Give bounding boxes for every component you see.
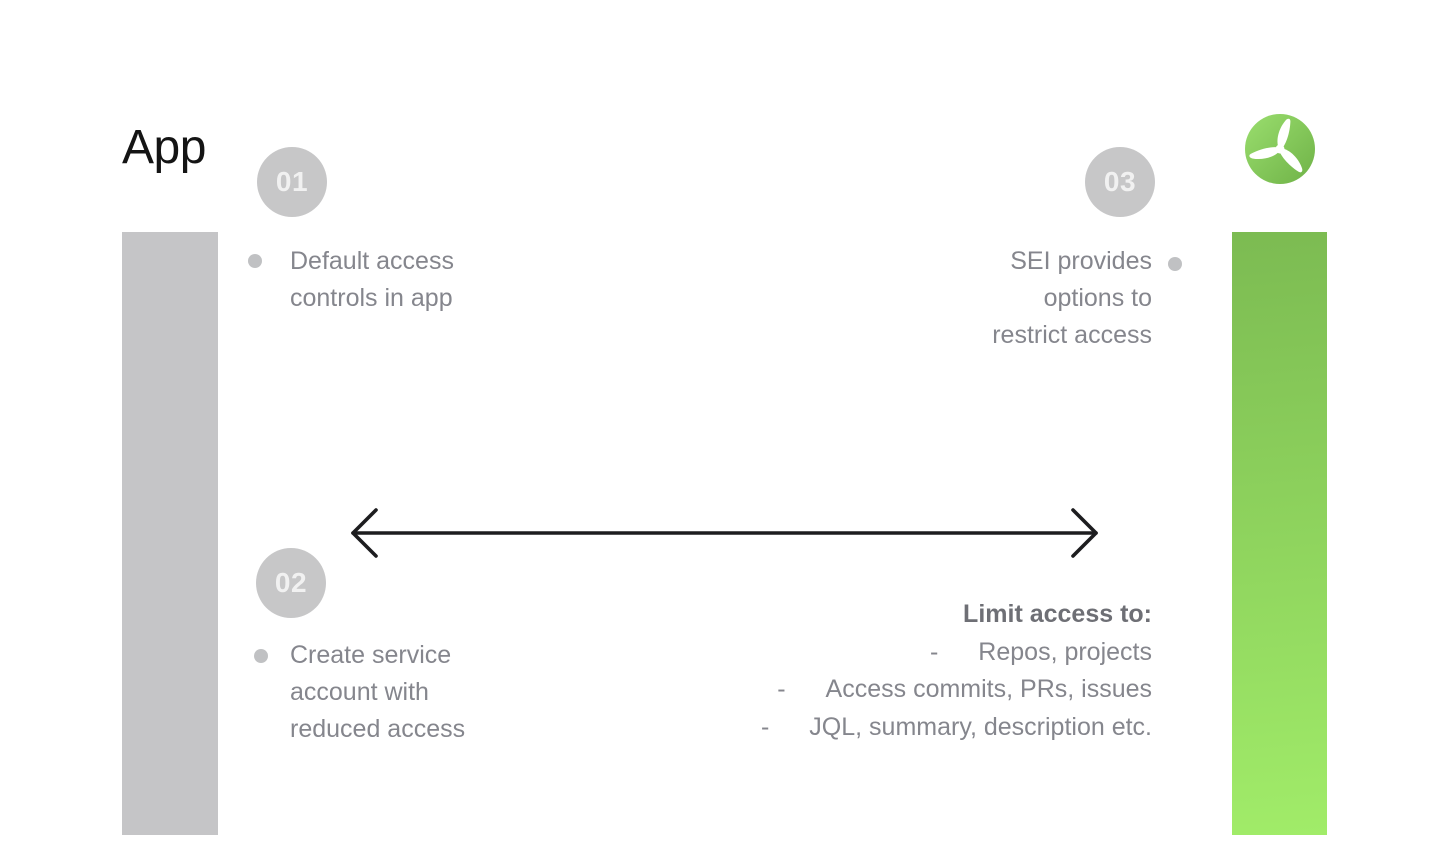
arrow-head-right [1071, 508, 1098, 558]
step-01-badge: 01 [257, 147, 327, 217]
app-column-bar [122, 232, 218, 835]
limit-item: - Access commits, PRs, issues [761, 671, 1152, 709]
limit-item-text: Repos, projects [978, 637, 1152, 666]
propeller-icon [1245, 114, 1315, 184]
step-03-badge: 03 [1085, 147, 1155, 217]
step-02-line-1: Create service [290, 641, 452, 669]
bullet-icon [1168, 257, 1182, 271]
step-02-badge: 02 [256, 548, 326, 618]
dash-bullet: - [777, 675, 786, 703]
step-03-line-1: SEI provides [1010, 247, 1152, 275]
step-03-line-3: restrict access [992, 321, 1152, 349]
step-01-line-1: Default access [290, 247, 454, 275]
dash-bullet: - [760, 712, 770, 741]
limit-item-text: Access commits, PRs, issues [825, 675, 1152, 703]
limit-item: - JQL, summary, description etc. [761, 709, 1152, 747]
sei-logo [1245, 114, 1315, 184]
dash-bullet: - [929, 637, 939, 666]
bidirectional-arrow-icon [351, 508, 1098, 558]
bullet-icon [248, 254, 262, 268]
step-03-text: SEI provides options to restrict access [992, 243, 1152, 354]
step-01-line-2: controls in app [290, 284, 453, 312]
limit-item: - Repos, projects [761, 634, 1152, 672]
step-03-line-2: options to [1043, 284, 1152, 312]
limit-item-text: JQL, summary, description etc. [809, 712, 1152, 741]
step-02-text: Create service account with reduced acce… [290, 637, 465, 748]
page-title: App [122, 121, 206, 174]
limit-heading: Limit access to: [963, 600, 1152, 628]
step-02-line-3: reduced access [290, 715, 466, 743]
arrow-head-left [351, 508, 378, 558]
limit-access-list: Limit access to: - Repos, projects - Acc… [761, 596, 1152, 746]
sei-column-bar [1232, 232, 1327, 835]
bullet-icon [254, 649, 268, 663]
step-01-text: Default access controls in app [290, 243, 454, 317]
step-02-line-2: account with [290, 678, 429, 706]
